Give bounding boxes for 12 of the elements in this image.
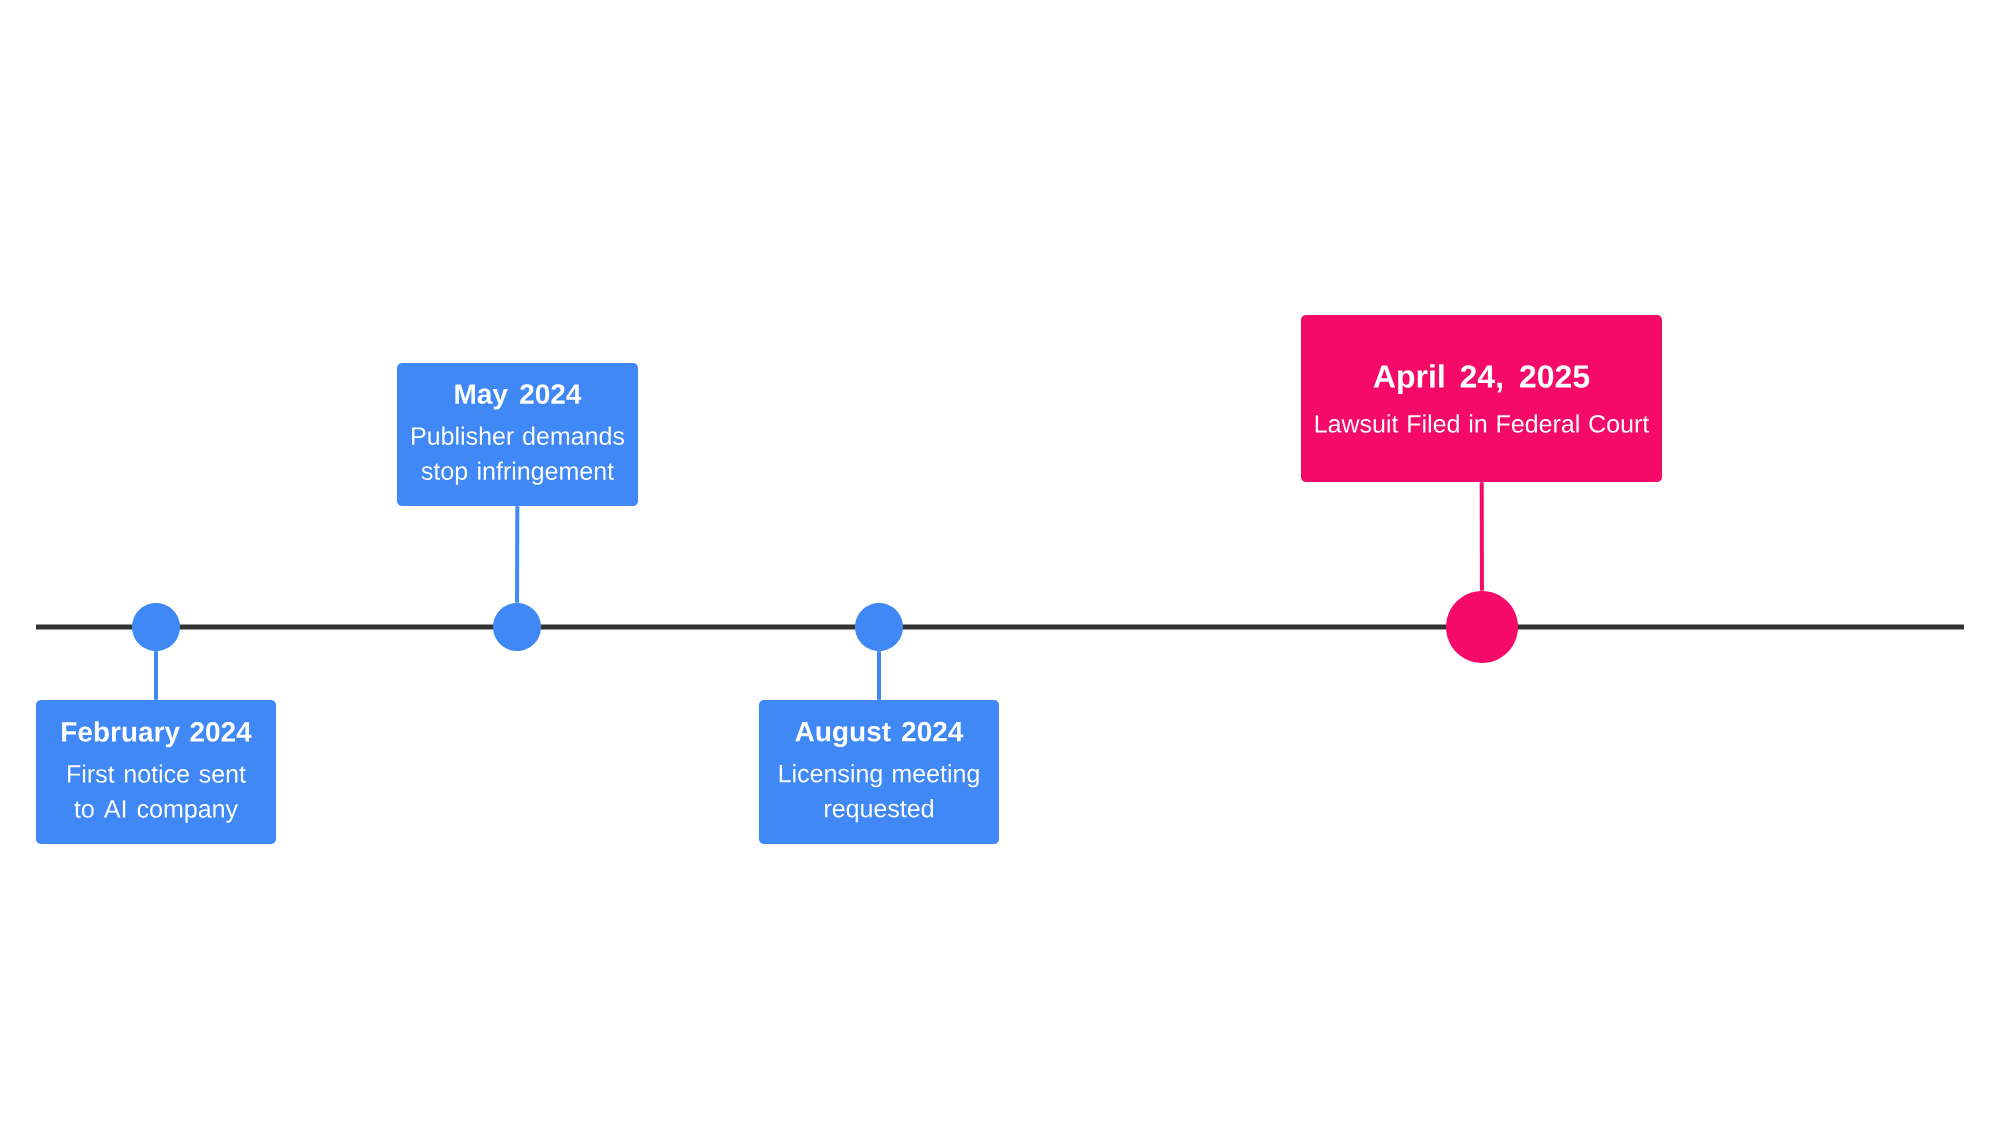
connector-line [877,651,881,700]
event-box: February 2024 First notice sent to AI company [36,700,276,844]
connector-line [515,506,520,603]
connector-line [1479,482,1484,591]
timeline-dot [1446,591,1518,663]
event-box: May 2024 Publisher demands stop infringement [397,363,638,506]
timeline-dot [493,603,541,651]
timeline-dot [132,603,180,651]
connector-line [154,651,158,700]
event-box: August 2024 Licensing meeting requested [759,700,999,844]
timeline-dot [855,603,903,651]
event-box: April 24, 2025 Lawsuit Filed in Federal Court [1301,315,1662,482]
